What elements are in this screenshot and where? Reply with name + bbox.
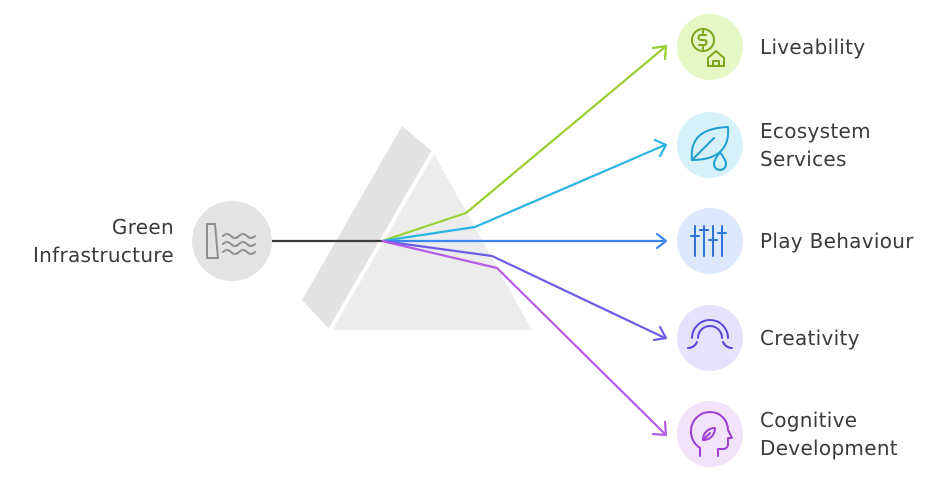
arrow-cognitive-development <box>651 420 668 437</box>
rainbow-icon <box>687 319 733 349</box>
outcome-label-line1: Creativity <box>760 326 860 350</box>
outcome-circle-liveability <box>677 14 743 80</box>
outcome-circle-play-behaviour <box>677 208 743 274</box>
source-label: Green Infrastructure <box>10 213 174 269</box>
leaf-drop-icon <box>690 126 730 171</box>
dam-water-icon <box>206 223 256 259</box>
sliders-icon <box>690 225 727 257</box>
beams <box>381 44 668 437</box>
arrow-ecosystem-services <box>653 138 668 158</box>
prism-back-face <box>302 126 433 330</box>
prism <box>302 126 532 332</box>
source-circle <box>192 201 272 281</box>
beam-cognitive-development <box>381 239 666 435</box>
source-node <box>192 201 272 281</box>
arrow-creativity <box>652 325 668 342</box>
outcome-label-line1: Cognitive <box>760 408 858 432</box>
outcome-circle-cognitive-development <box>677 401 743 467</box>
brain-head-icon <box>690 411 733 457</box>
outcome-label-line1: Play Behaviour <box>760 229 914 253</box>
outcome-label-line1: Ecosystem <box>760 119 871 143</box>
outcome-circle-creativity <box>677 305 743 371</box>
outcome-label-cognitive-development: Cognitive Development <box>760 406 898 462</box>
source-label-line1: Green <box>111 215 174 239</box>
outcome-label-liveability: Liveability <box>760 33 865 61</box>
outcome-label-creativity: Creativity <box>760 324 860 352</box>
outcome-label-line2: Services <box>760 147 847 171</box>
outcome-circle-ecosystem-services <box>677 112 743 178</box>
source-label-line2: Infrastructure <box>32 243 174 267</box>
money-house-icon <box>691 28 725 67</box>
outcome-label-line2: Development <box>760 436 898 460</box>
beam-liveability <box>381 46 666 243</box>
beam-ecosystem-services <box>381 143 666 243</box>
outcome-label-ecosystem-services: Ecosystem Services <box>760 117 871 173</box>
outcome-label-line1: Liveability <box>760 35 866 59</box>
arrow-liveability <box>651 44 668 61</box>
arrow-play-behaviour <box>655 232 668 250</box>
beam-creativity <box>381 239 666 339</box>
outcome-label-play-behaviour: Play Behaviour <box>760 227 914 255</box>
